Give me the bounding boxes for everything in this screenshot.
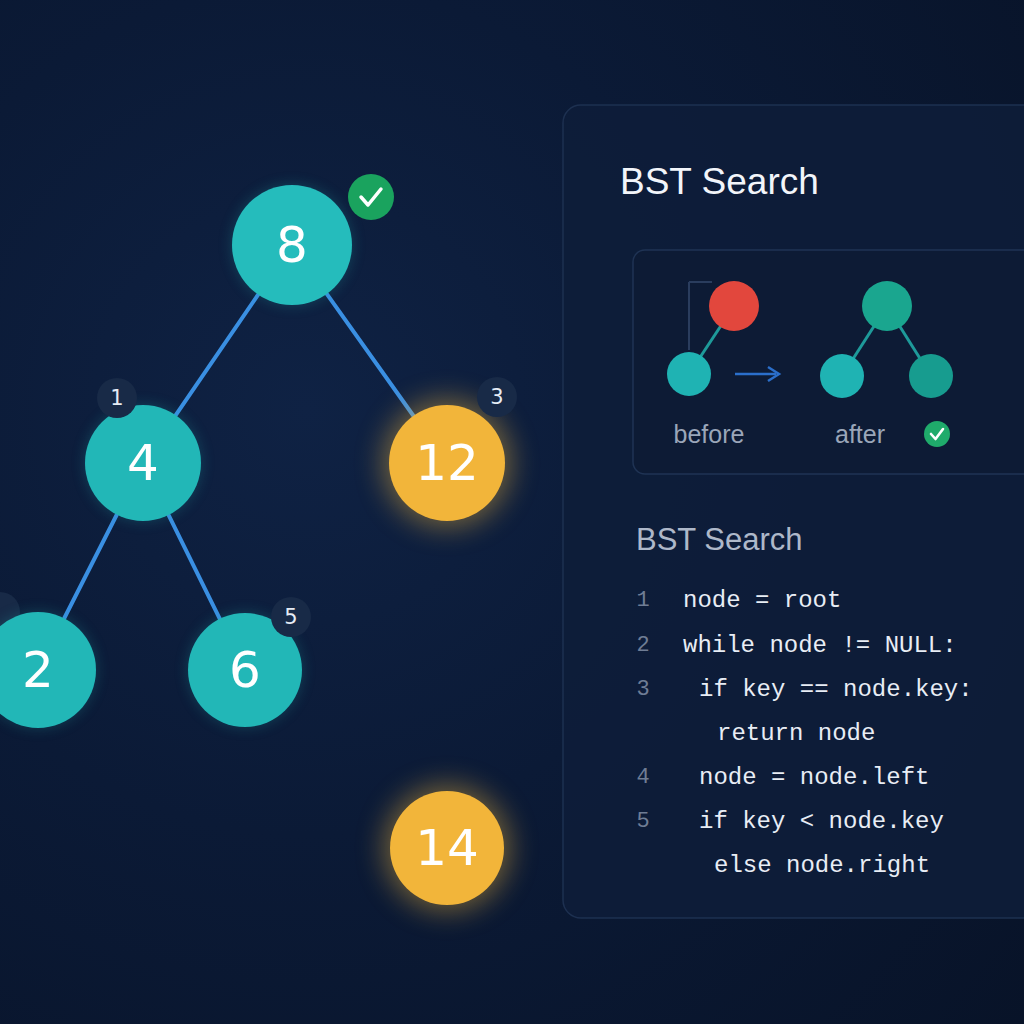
tree-edge — [169, 515, 220, 619]
check-badge — [348, 174, 394, 220]
line-number: 3 — [636, 677, 649, 703]
transform-arrow — [735, 373, 776, 376]
mini-tree-node — [820, 354, 864, 398]
mini-tree-node — [909, 354, 953, 398]
tree-edge — [327, 294, 414, 416]
code-line: if key == node.key: — [699, 676, 973, 705]
diagram-title: BST Search — [620, 160, 819, 204]
tree-node-circle: 14 — [390, 791, 504, 905]
tree-node-circle: 8 — [232, 185, 352, 305]
before-after-box — [633, 250, 1024, 474]
bracket-line — [688, 282, 690, 350]
tree-node-circle: 2 — [0, 612, 96, 728]
mini-tree-node — [862, 281, 912, 331]
code-line: return node — [717, 720, 875, 749]
line-number: 2 — [636, 633, 649, 659]
caption-label: after — [835, 419, 885, 449]
node-value: 2 — [22, 645, 54, 695]
caption-label: before — [674, 419, 745, 449]
check-badge — [924, 421, 950, 447]
tree-edge — [445, 521, 450, 791]
node-value: 14 — [415, 823, 479, 873]
mini-tree-node — [667, 352, 711, 396]
tree-edge — [64, 515, 117, 619]
line-number: 5 — [636, 809, 649, 835]
transform-arrow-head — [768, 367, 779, 381]
callout-number: 3 — [477, 377, 517, 417]
node-value: 12 — [415, 438, 479, 488]
side-panel — [563, 105, 1024, 918]
line-number: 4 — [636, 765, 649, 791]
code-line: if key < node.key — [699, 808, 944, 837]
check-mark — [931, 429, 943, 439]
node-value: 8 — [276, 220, 308, 270]
code-line: else node.right — [714, 852, 930, 881]
tree-node-circle: 4 — [85, 405, 201, 521]
tree-edge — [176, 295, 258, 416]
node-value: 4 — [127, 438, 159, 488]
code-line: while node != NULL: — [683, 632, 957, 661]
check-mark — [361, 189, 381, 205]
bracket-line — [689, 281, 712, 283]
code-line: node = root — [683, 587, 841, 616]
line-number: 1 — [636, 588, 649, 614]
code-line: node = node.left — [699, 764, 929, 793]
callout-number: 5 — [271, 597, 311, 637]
mini-tree-node — [709, 281, 759, 331]
node-value: 6 — [229, 645, 261, 695]
callout-number: 1 — [97, 378, 137, 418]
tree-node-circle: 12 — [389, 405, 505, 521]
section-heading: BST Search — [636, 521, 803, 558]
